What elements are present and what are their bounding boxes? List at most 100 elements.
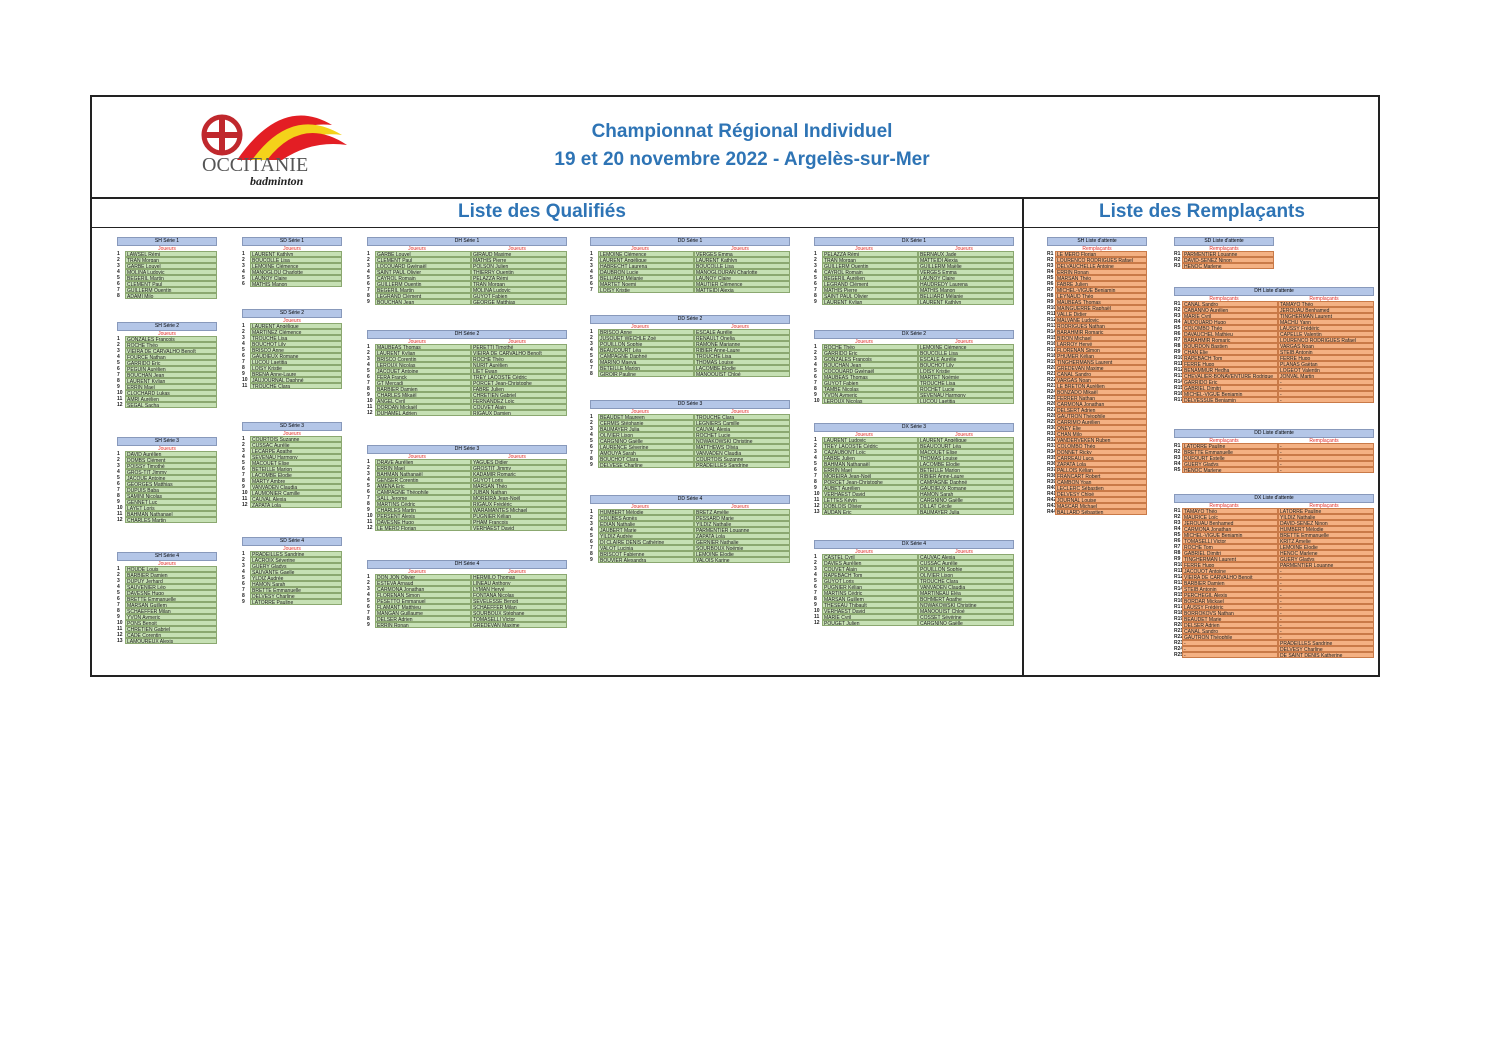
player-name: POUGET Julien [822, 620, 918, 626]
table-subheader: Joueurs [283, 431, 301, 437]
row-rank: 7 [814, 590, 817, 596]
row-rank: R1 [1174, 301, 1181, 307]
table-header: DX Liste d'attente [1174, 494, 1374, 503]
player-name: LACOMBE Elodie [918, 461, 1014, 467]
row-rank: 2 [367, 257, 370, 263]
player-name: CHRETIEN Gabriel [125, 626, 217, 632]
table-header: SD Série 2 [242, 309, 342, 318]
player-name: CAUVAC Alexia [918, 554, 1014, 560]
row-rank: R6 [1174, 331, 1181, 337]
table-header: DX Série 4 [814, 540, 1014, 549]
player-name: BOUCOLLE Lisa [694, 263, 790, 269]
page-subtitle: 19 et 20 novembre 2022 - Argelès-sur-Mer [554, 149, 930, 170]
player-name: MARIE Cyril [1182, 313, 1278, 319]
row-rank: 9 [814, 392, 817, 398]
player-name: MAUBEAS Thomas [822, 374, 918, 380]
player-name: PEGUIN Aurélien [125, 366, 217, 372]
player-name: - [1182, 646, 1278, 652]
row-rank: R14 [1047, 329, 1057, 335]
player-name: VERHAEST David [471, 525, 567, 531]
row-rank: 1 [367, 459, 370, 465]
player-name: POUILLON Sophie [918, 566, 1014, 572]
row-rank: 8 [367, 501, 370, 507]
player-name: BOUCHOT Clara [598, 456, 694, 462]
player-name: DELSER Adrien [375, 616, 471, 622]
row-rank: 1 [814, 554, 817, 560]
player-name: RIGAUX Damien [471, 410, 567, 416]
row-rank: 5 [590, 438, 593, 444]
player-name: HENOC Marlene [1278, 550, 1374, 556]
subheader-label: Remplaçants [1309, 503, 1339, 509]
row-rank: 2 [814, 560, 817, 566]
player-name: BIDON Michael [1055, 335, 1147, 341]
page-title: Championnat Régional Individuel [591, 121, 893, 142]
row-rank: R21 [1174, 628, 1184, 634]
player-name: - [1278, 467, 1374, 473]
row-rank: 2 [117, 572, 120, 578]
player-name: CHAN Milo [1055, 431, 1147, 437]
player-name: RIGAUX Frédéric [471, 501, 567, 507]
row-rank: 2 [590, 335, 593, 341]
row-rank: 11 [367, 404, 373, 410]
player-name: BOUCHOT Lily [918, 362, 1014, 368]
row-rank: 1 [590, 509, 593, 515]
player-name: LEGNIERS Camille [694, 420, 790, 426]
player-name: BARAHMIR Romaric [1182, 337, 1278, 343]
row-rank: 1 [367, 574, 370, 580]
player-name: RIBIER Anne-Laure [918, 473, 1014, 479]
player-name: DE SAINT DENIS Katherine [1278, 652, 1374, 658]
player-name: YLDIZ Audrée [250, 575, 342, 581]
table-subheader: Joueurs [158, 246, 176, 252]
player-name: YILDIZ Nathalie [694, 521, 790, 527]
player-name: LE BRETON Aurélien [1055, 383, 1147, 389]
player-name: ANGEL Cyril [375, 398, 471, 404]
player-name: FLORENAN Simon [1055, 347, 1147, 353]
player-name: CASTEL Cyril [822, 554, 918, 560]
row-rank: 2 [117, 457, 120, 463]
player-name: - [1278, 574, 1374, 580]
player-name: COCQUARD Gwénaël [822, 368, 918, 374]
row-rank: R4 [1047, 269, 1054, 275]
table-header: DD Série 4 [590, 495, 790, 504]
player-name: BOHMERT Agathe [918, 596, 1014, 602]
player-name: BAHMAN Nathanael [125, 511, 217, 517]
row-rank: 3 [242, 448, 245, 454]
player-name: COURTOIS Suzanne [250, 436, 342, 442]
player-name: SOURBOUX Noémie [694, 545, 790, 551]
row-rank: R6 [1174, 538, 1181, 544]
row-rank: 7 [117, 487, 120, 493]
player-name: TRAN Morgan [125, 257, 217, 263]
player-name: GAUDIEUX Romane [250, 353, 342, 359]
table-header: DD Série 2 [590, 315, 790, 324]
row-rank: 5 [242, 460, 245, 466]
player-name: MATHIS Pierre [822, 287, 918, 293]
row-rank: 1 [814, 251, 817, 257]
player-name: CHARLES Mikaël [375, 392, 471, 398]
